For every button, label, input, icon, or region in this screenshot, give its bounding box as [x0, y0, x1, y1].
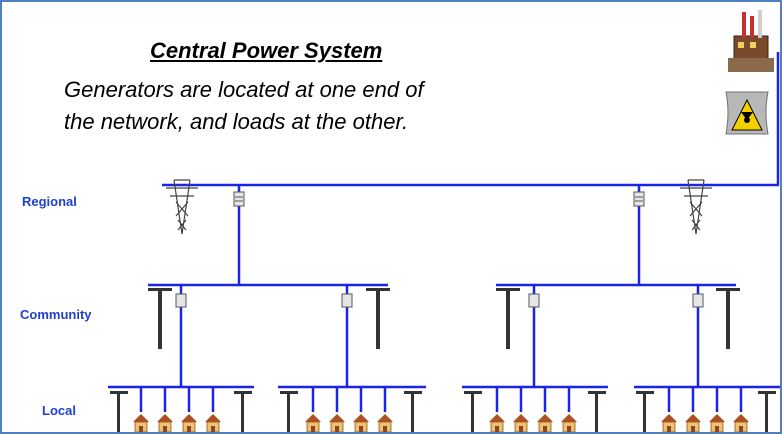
power-plant-icon — [728, 10, 774, 72]
nuclear-plant-icon — [725, 91, 769, 135]
transmission-tower-icon — [680, 179, 712, 235]
local-bus — [108, 385, 780, 412]
transmission-tower-icon — [166, 179, 198, 235]
subtitle-line-2: the network, and loads at the other. — [64, 109, 409, 134]
diagram-title: Central Power System — [150, 38, 383, 63]
regional-bus — [162, 52, 780, 284]
transformer-icon — [633, 191, 645, 207]
transformer-icon — [175, 293, 704, 308]
community-bus — [148, 283, 736, 386]
diagram-subtitle: Generators are located at one end of the… — [64, 74, 534, 138]
house-icon — [132, 413, 750, 432]
utility-pole-icon — [148, 288, 740, 349]
utility-pole-icon — [110, 391, 776, 432]
level-label-regional: Regional — [22, 194, 77, 209]
level-label-community: Community — [20, 307, 92, 322]
level-label-local: Local — [42, 403, 76, 418]
transformer-icon — [233, 191, 245, 207]
subtitle-line-1: Generators are located at one end of — [64, 77, 424, 102]
